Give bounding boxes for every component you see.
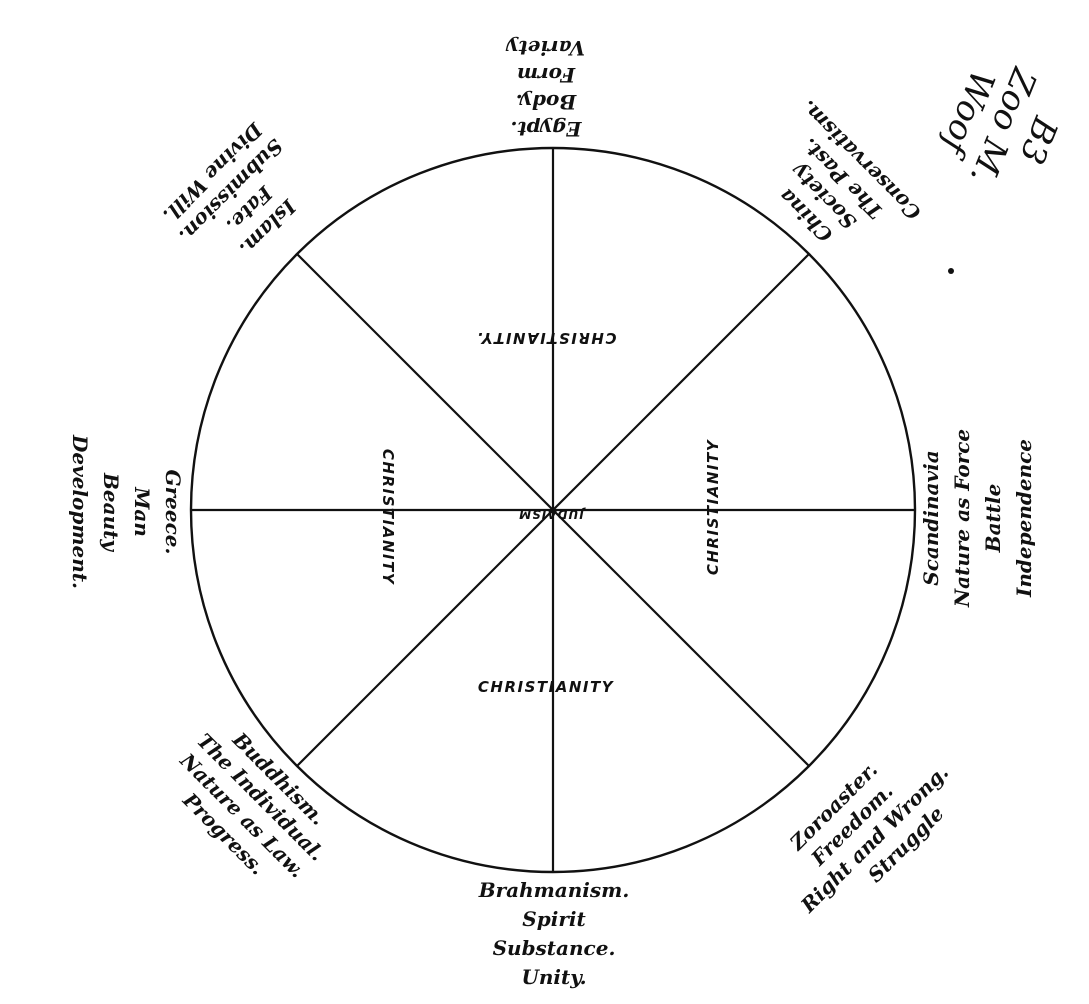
greece-line-3: Beauty	[99, 472, 123, 552]
center-label: JUDAISM	[518, 507, 586, 521]
handwritten-annotation: B3 Zoo M. Woof	[931, 62, 1066, 190]
spoke-diagonal-nw-se	[296, 253, 810, 767]
egypt-group: Egypt. Body. Form Variety	[505, 36, 585, 141]
egypt-line-3: Form	[517, 63, 576, 87]
greece-line-1: Greece.	[161, 470, 185, 555]
brahmanism-line-4: Unity.	[521, 965, 586, 989]
inner-label-left: CHRISTIANITY	[379, 449, 397, 586]
greece-line-2: Man	[130, 486, 154, 537]
inner-label-bottom: CHRISTIANITY	[478, 678, 615, 696]
egypt-line-4: Variety	[505, 36, 585, 60]
brahmanism-line-1: Brahmanism.	[478, 878, 630, 902]
zoroaster-group: Zoroaster. Freedom. Right and Wrong. Str…	[784, 757, 953, 918]
brahmanism-line-3: Substance.	[493, 936, 616, 960]
egypt-line-2: Body.	[516, 90, 578, 114]
egypt-line-1: Egypt.	[510, 117, 582, 141]
brahmanism-group: Brahmanism. Spirit Substance. Unity.	[478, 878, 630, 989]
buddhism-group: Buddhism. The Individual. Nature as Law.…	[175, 727, 331, 883]
scandinavia-line-2: Nature as Force	[950, 429, 974, 608]
scandinavia-line-4: Independence	[1012, 439, 1036, 598]
islam-group: Islam. Fate. Submission. Divine Will.	[158, 117, 301, 260]
inner-label-top: CHRISTIANITY.	[476, 329, 617, 347]
brahmanism-line-2: Spirit	[522, 907, 586, 931]
scandinavia-line-1: Scandinavia	[919, 450, 943, 585]
handwriting-dot	[948, 268, 954, 274]
china-group: China Society The Past. Conservatism.	[774, 96, 926, 248]
scandinavia-line-3: Battle	[981, 484, 1005, 554]
scandinavia-group: Scandinavia Nature as Force Battle Indep…	[919, 429, 1036, 608]
inner-label-right: CHRISTIANITY	[704, 438, 722, 575]
greece-line-4: Development.	[68, 434, 92, 589]
greece-group: Greece. Man Beauty Development.	[68, 434, 185, 589]
zoroaster-line-3: Right and Wrong.	[795, 760, 953, 918]
